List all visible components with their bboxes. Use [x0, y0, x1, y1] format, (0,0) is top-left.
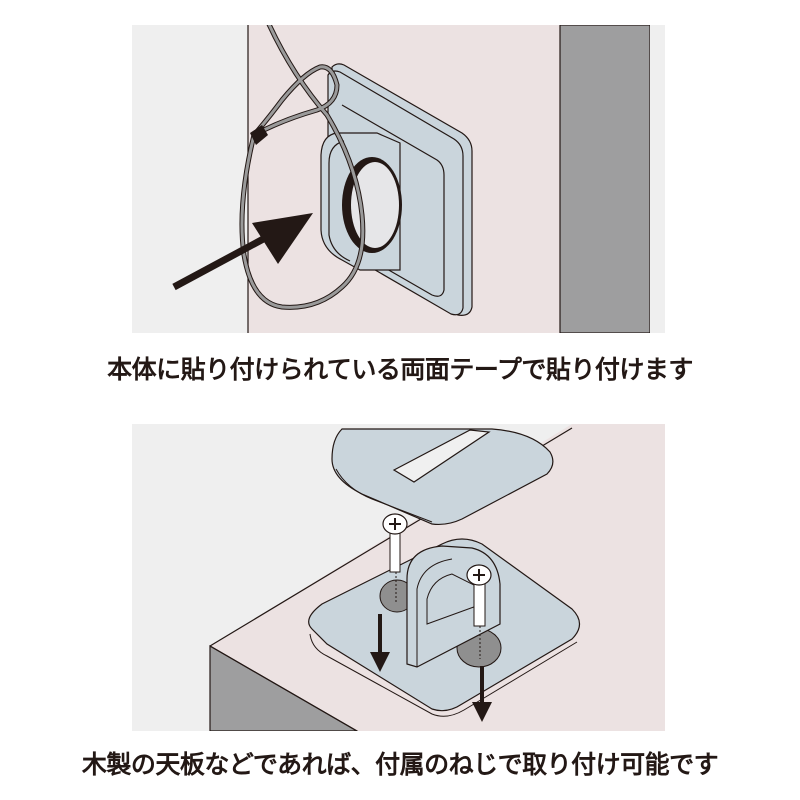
down-arrow-icon: [370, 614, 390, 672]
screw-icon: [466, 564, 492, 659]
caption-wall-mount: 本体に貼り付けられている両面テープで貼り付けます: [107, 355, 693, 384]
arrow-icon: [172, 213, 313, 291]
down-arrow-icon: [472, 666, 492, 722]
screw-icon: [382, 513, 408, 602]
caption-desk-mount: 木製の天板などであれば、付属のねじで取り付け可能です: [81, 750, 719, 779]
wall-mount-illustration: [132, 25, 665, 333]
desk-screw-mount-illustration: [132, 424, 665, 731]
cover-slot: [392, 429, 491, 483]
cover-plate: [331, 428, 554, 526]
